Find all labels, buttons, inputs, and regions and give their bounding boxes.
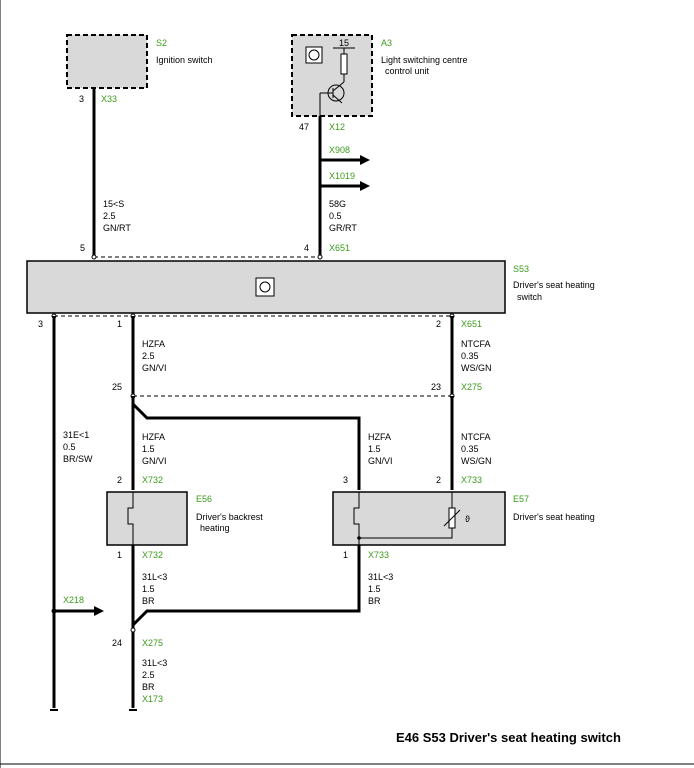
wire-31e-gauge: 0.5 [63, 442, 76, 452]
connector-x275-top: X275 [461, 382, 482, 392]
connector-x173: X173 [142, 694, 163, 704]
pin-s53-4: 4 [304, 243, 309, 253]
wire-31l-right-color: BR [368, 596, 381, 606]
connector-x651-bottom: X651 [461, 319, 482, 329]
s53-name-line2: switch [517, 292, 542, 302]
electronic-module-icon [305, 46, 323, 64]
wire-hzfa-left-gauge: 1.5 [142, 444, 155, 454]
a3-light-switching-unit-box[interactable] [291, 34, 373, 117]
connector-x732-bottom: X732 [142, 550, 163, 560]
wire-31l-bottom-gauge: 2.5 [142, 670, 155, 680]
a3-id: A3 [381, 38, 392, 48]
connector-x732-top: X732 [142, 475, 163, 485]
connector-x1019: X1019 [329, 171, 355, 181]
connector-x733-top: X733 [461, 475, 482, 485]
wire-ntcfa-top-signal: NTCFA [461, 339, 491, 349]
arrow-right-icon [360, 181, 370, 191]
wire-31l-right-signal: 31L<3 [368, 572, 393, 582]
wire-31e-color: BR/SW [63, 454, 93, 464]
resistor-icon [340, 53, 348, 75]
pin-s53-5: 5 [80, 243, 85, 253]
wire-ntcfa-top-color: WS/GN [461, 363, 492, 373]
wire-31l-right[interactable] [131, 545, 361, 627]
wire-ntcfa-bottom-signal: NTCFA [461, 432, 491, 442]
wire-ntcfa-bottom-gauge: 0.35 [461, 444, 479, 454]
wire-hzfa-top-gauge: 2.5 [142, 351, 155, 361]
arrow-right-icon [94, 606, 104, 616]
pin-x275-23: 23 [431, 382, 441, 392]
electronic-module-icon-symbol [259, 281, 271, 293]
pin-s2-3: 3 [79, 94, 84, 104]
heating-element-icon [127, 492, 134, 545]
wire-58g-signal: 58G [329, 199, 346, 209]
pin-e56-2: 2 [117, 475, 122, 485]
wire-15s-signal: 15<S [103, 199, 124, 209]
wire-hzfa-right-signal: HZFA [368, 432, 391, 442]
connector-x218: X218 [63, 595, 84, 605]
heating-element-icon [353, 492, 360, 545]
wire-31l-left-signal: 31L<3 [142, 572, 167, 582]
pin-a3-47: 47 [299, 122, 309, 132]
e56-name-line1: Driver's backrest [196, 512, 263, 522]
temperature-icon: ϑ [465, 514, 470, 524]
s2-id: S2 [156, 38, 167, 48]
wire-58g-color: GR/RT [329, 223, 357, 233]
connector-x651-top: X651 [329, 243, 350, 253]
electronic-module-icon-symbol [308, 49, 320, 61]
e57-id: E57 [513, 494, 529, 504]
connector-x733-bottom: X733 [368, 550, 389, 560]
wire-ntcfa-top-gauge: 0.35 [461, 351, 479, 361]
pin-s53-2: 2 [436, 319, 441, 329]
diagram-title: E46 S53 Driver's seat heating switch [396, 730, 621, 745]
wire-31l-left-gauge: 1.5 [142, 584, 155, 594]
e56-backrest-heating-box[interactable] [106, 491, 188, 546]
a3-pin-15: 15 [339, 38, 349, 48]
wire-hzfa-top-signal: HZFA [142, 339, 165, 349]
wire-31l-bottom-signal: 31L<3 [142, 658, 167, 668]
wire-15s-color: GN/RT [103, 223, 131, 233]
pin-e57-3: 3 [343, 475, 348, 485]
pin-e56-1: 1 [117, 550, 122, 560]
wire-31l-right-gauge: 1.5 [368, 584, 381, 594]
pin-s53-1: 1 [117, 319, 122, 329]
e57-name: Driver's seat heating [513, 512, 595, 522]
s53-id: S53 [513, 264, 529, 274]
s2-name: Ignition switch [156, 55, 213, 65]
wire-31l-left-color: BR [142, 596, 155, 606]
pin-x275-24: 24 [112, 638, 122, 648]
a3-name-line2: control unit [385, 66, 430, 76]
wire-hzfa-right[interactable] [131, 396, 361, 490]
wire-31l-bottom-color: BR [142, 682, 155, 692]
wire-hzfa-right-color: GN/VI [368, 456, 393, 466]
pin-e57-2: 2 [436, 475, 441, 485]
wire-hzfa-left-signal: HZFA [142, 432, 165, 442]
pin-x275-25: 25 [112, 382, 122, 392]
connector-x275-bottom: X275 [142, 638, 163, 648]
connector-x33: X33 [101, 94, 117, 104]
s2-ignition-switch-box[interactable] [66, 34, 148, 89]
pin-e57-1: 1 [343, 550, 348, 560]
a3-name-line1: Light switching centre [381, 55, 468, 65]
pin-s53-3: 3 [38, 319, 43, 329]
wire-58g-gauge: 0.5 [329, 211, 342, 221]
wire-15s-gauge: 2.5 [103, 211, 116, 221]
wire-ntcfa-bottom-color: WS/GN [461, 456, 492, 466]
s53-name-line1: Driver's seat heating [513, 280, 595, 290]
wire-31e-signal: 31E<1 [63, 430, 89, 440]
wire-hzfa-top-color: GN/VI [142, 363, 167, 373]
e56-id: E56 [196, 494, 212, 504]
connector-x12: X12 [329, 122, 345, 132]
wire-hzfa-left-color: GN/VI [142, 456, 167, 466]
connector-x908: X908 [329, 145, 350, 155]
wire-hzfa-right-gauge: 1.5 [368, 444, 381, 454]
electronic-module-icon [255, 277, 275, 297]
e56-name-line2: heating [200, 523, 230, 533]
e57-seat-heating-box[interactable] [332, 491, 506, 546]
arrow-right-icon [360, 155, 370, 165]
